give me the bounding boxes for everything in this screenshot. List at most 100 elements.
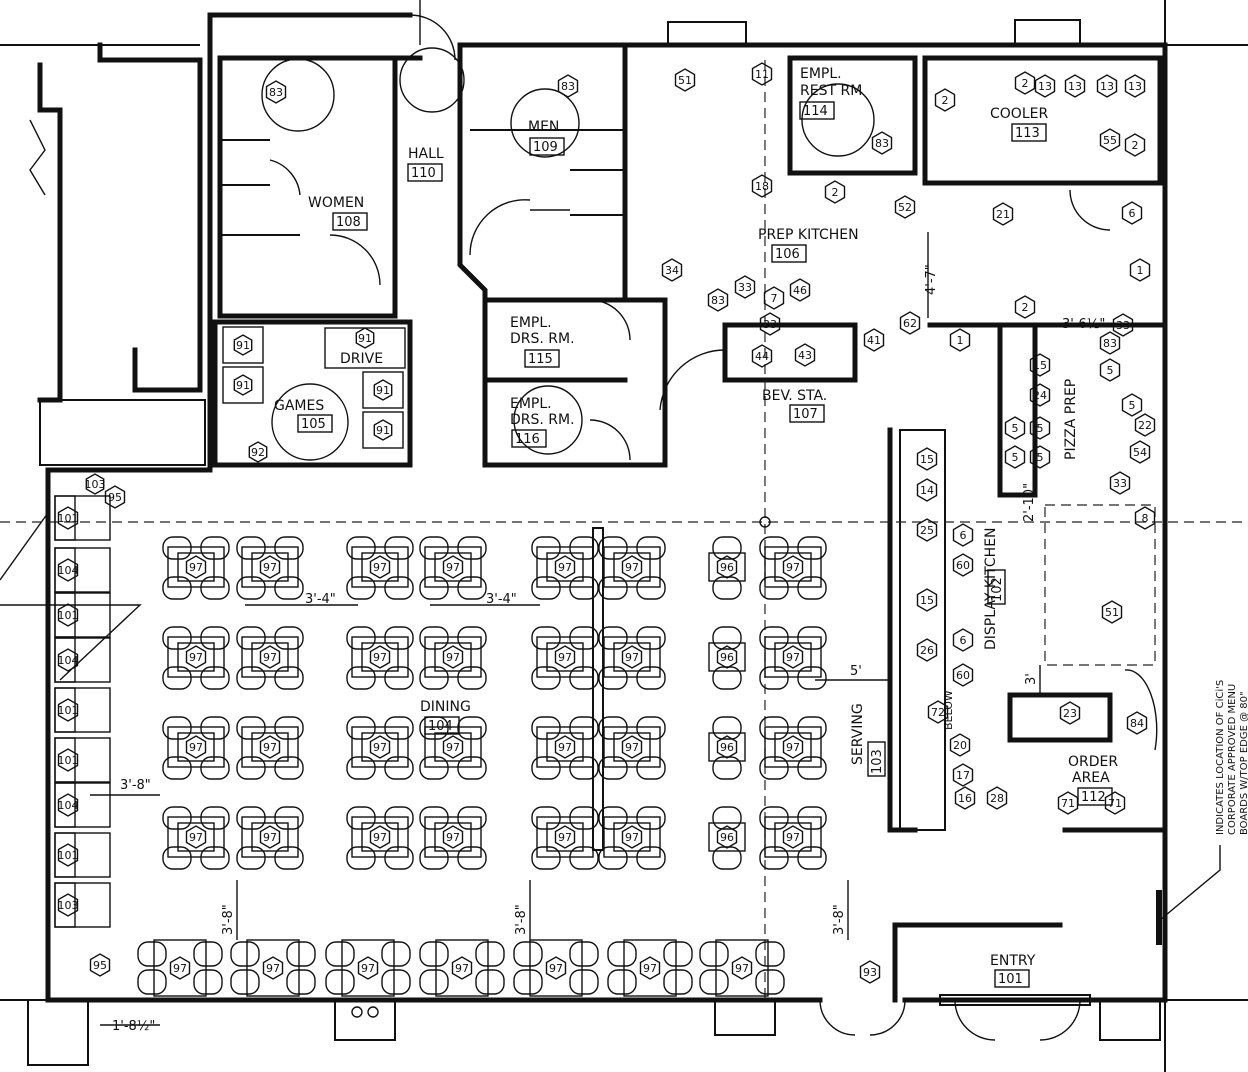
equipment-tag: 52 <box>894 195 916 219</box>
table-4top: 97 <box>236 536 304 600</box>
svg-text:97: 97 <box>786 561 800 574</box>
svg-text:97: 97 <box>558 741 572 754</box>
svg-text:104: 104 <box>58 799 79 812</box>
equipment-tag: 6 <box>952 523 974 547</box>
equipment-tag: 20 <box>949 733 971 757</box>
svg-text:97: 97 <box>558 561 572 574</box>
equipment-tag: 84 <box>1126 711 1148 735</box>
equipment-tag: 7 <box>763 286 785 310</box>
svg-text:91: 91 <box>236 379 250 392</box>
svg-text:41: 41 <box>867 334 881 347</box>
booth: 101 <box>54 832 111 878</box>
table-4top: 97 <box>759 806 827 870</box>
room-name-order: ORDER <box>1068 754 1118 770</box>
svg-text:22: 22 <box>1138 419 1152 432</box>
table-4top: 97 <box>346 536 414 600</box>
equipment-tag: 26 <box>916 638 938 662</box>
grid-lines <box>0 60 1248 1000</box>
svg-text:11: 11 <box>755 68 769 81</box>
svg-text:23: 23 <box>1063 707 1077 720</box>
svg-text:97: 97 <box>263 741 277 754</box>
svg-text:97: 97 <box>625 831 639 844</box>
equipment-tag: 72 <box>927 700 949 724</box>
svg-text:97: 97 <box>455 962 469 975</box>
equipment-tag: 33 <box>759 312 781 336</box>
table-4top: 97 <box>598 536 666 600</box>
equipment-tag: 21 <box>992 202 1014 226</box>
equipment-tag: 2 <box>1014 71 1036 95</box>
table-tag: 97 <box>621 555 643 579</box>
room-number-order: 112 <box>1081 790 1106 805</box>
equipment-tag: 13 <box>1124 74 1146 98</box>
table-tag: 97 <box>262 956 284 980</box>
room-number-empl-drs-2: 116 <box>515 432 540 447</box>
interior-walls <box>212 42 1163 1003</box>
equipment-tag: 13 <box>1096 74 1118 98</box>
svg-text:92: 92 <box>251 446 265 459</box>
svg-text:83: 83 <box>561 80 575 93</box>
svg-text:97: 97 <box>373 561 387 574</box>
room-name-display-kitchen: DISPLAY KITCHEN <box>983 527 999 650</box>
svg-text:44: 44 <box>755 350 769 363</box>
equipment-tag: 13 <box>1064 74 1086 98</box>
note-line-2: CORPORATE APPROVED MENU <box>1227 684 1238 835</box>
equipment-tag: 51 <box>1101 600 1123 624</box>
svg-text:93: 93 <box>863 966 877 979</box>
table-tag: 97 <box>554 825 576 849</box>
dimensions: 3'-4" 3'-4" 3'-8" 3'-8" 3'-8" 3'-8" 5' 4… <box>90 232 1105 1034</box>
equipment-tag: 83 <box>707 288 729 312</box>
booth-tag: 104 <box>58 558 79 582</box>
booth: 101 <box>54 592 111 638</box>
table-tag: 97 <box>259 735 281 759</box>
table-4top: 97 <box>759 716 827 780</box>
table-4top-wide: 97 <box>607 939 693 997</box>
room-labels: HALL 110 WOMEN 108 MEN 109 EMPL. REST RM… <box>274 66 1118 988</box>
table-tag: 96 <box>716 825 738 849</box>
note-line-3: BOARDS W/TOP EDGE @ 80" <box>1239 691 1248 835</box>
room-name-hall: HALL <box>408 146 444 162</box>
equipment-tag: 54 <box>1129 440 1151 464</box>
svg-text:14: 14 <box>920 484 934 497</box>
svg-text:97: 97 <box>263 561 277 574</box>
svg-text:60: 60 <box>956 669 970 682</box>
room-number-empl-drs-1: 115 <box>528 352 553 367</box>
svg-text:91: 91 <box>236 339 250 352</box>
dim-aisle-4: 3'-8" <box>221 904 236 935</box>
booth-tag: 101 <box>58 698 79 722</box>
svg-text:97: 97 <box>558 651 572 664</box>
dim-prep: 4'-7" <box>924 264 939 295</box>
svg-text:16: 16 <box>958 792 972 805</box>
svg-text:97: 97 <box>266 962 280 975</box>
svg-text:13: 13 <box>1068 80 1082 93</box>
equipment-tag: 5 <box>1004 445 1026 469</box>
svg-text:2: 2 <box>1022 77 1029 90</box>
equipment-tag: 60 <box>952 553 974 577</box>
equipment-tag: 5 <box>1004 416 1026 440</box>
svg-text:24: 24 <box>1033 389 1047 402</box>
booth-tag: 101 <box>58 506 79 530</box>
table-4top-wide: 97 <box>513 939 599 997</box>
table-tag: 97 <box>185 645 207 669</box>
room-number-entry: 101 <box>998 972 1023 987</box>
equipment-tag: 83 <box>871 131 893 155</box>
table-tag: 96 <box>716 735 738 759</box>
equipment-tag: 11 <box>751 62 773 86</box>
svg-text:1: 1 <box>957 334 964 347</box>
equipment-tag: 5 <box>1029 416 1051 440</box>
svg-text:97: 97 <box>625 561 639 574</box>
svg-text:97: 97 <box>446 561 460 574</box>
svg-text:6: 6 <box>960 634 967 647</box>
svg-text:2: 2 <box>1022 301 1029 314</box>
svg-text:97: 97 <box>735 962 749 975</box>
game-tag: 91 <box>373 419 393 441</box>
table-4top: 97 <box>419 716 487 780</box>
game-tag: 91 <box>233 334 253 356</box>
table-4top: 97 <box>346 806 414 870</box>
room-name-empl-rest: EMPL. <box>800 66 842 82</box>
room-name-empl-drs-1b: DRS. RM. <box>510 331 575 347</box>
room-number-empl-rest: 114 <box>803 104 828 119</box>
table-4top: 97 <box>531 536 599 600</box>
svg-text:51: 51 <box>678 74 692 87</box>
table-tag: 97 <box>639 956 661 980</box>
